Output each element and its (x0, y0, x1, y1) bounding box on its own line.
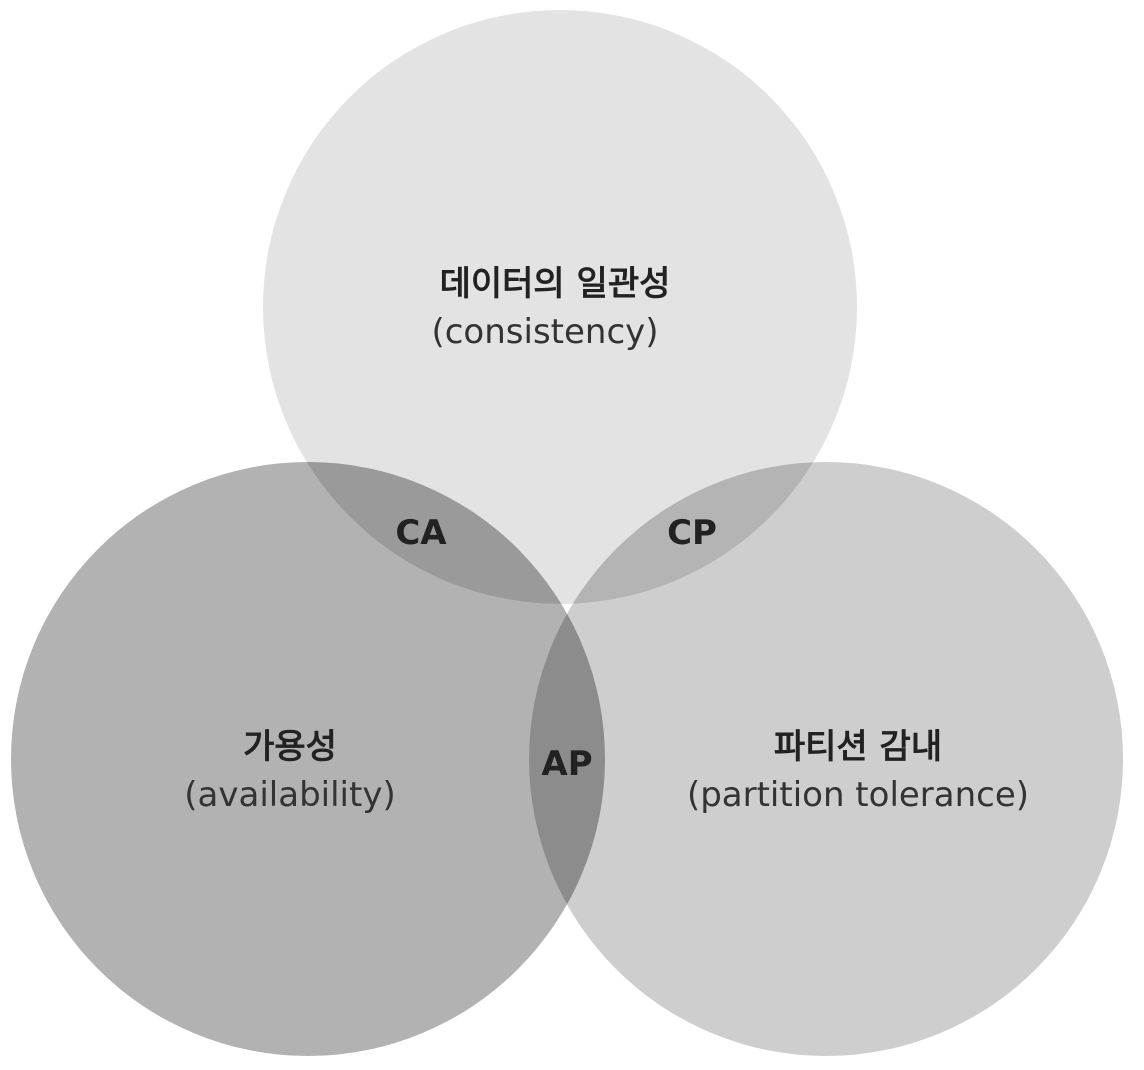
partition-tolerance-subtitle: (partition tolerance) (687, 775, 1029, 815)
consistency-circle (263, 10, 857, 604)
ca-label: CA (395, 513, 447, 553)
partition-tolerance-title: 파티션 감내 (774, 727, 942, 767)
availability-title: 가용성 (243, 727, 337, 767)
consistency-title: 데이터의 일관성 (440, 264, 671, 304)
cp-label: CP (667, 513, 717, 553)
consistency-subtitle: (consistency) (431, 312, 658, 352)
availability-subtitle: (availability) (184, 775, 395, 815)
availability-circle (11, 462, 605, 1056)
partition-tolerance-circle (529, 462, 1123, 1056)
ap-label: AP (541, 744, 592, 784)
